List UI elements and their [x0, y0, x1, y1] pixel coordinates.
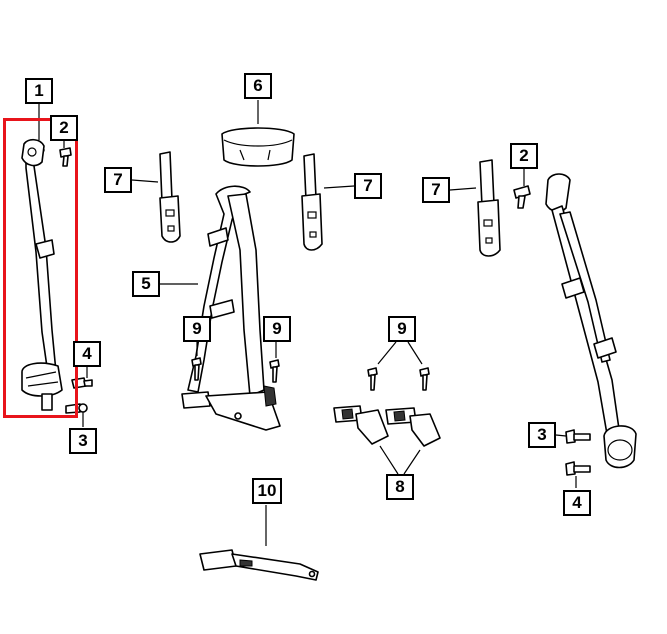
- part-10-buckle-strap[interactable]: [199, 549, 319, 581]
- callout-3-right[interactable]: 3: [528, 422, 556, 448]
- part-2-bolt-right[interactable]: [513, 185, 531, 209]
- part-7-buckle-strap-1[interactable]: [159, 151, 181, 243]
- callout-2-right[interactable]: 2: [510, 143, 538, 169]
- callout-5[interactable]: 5: [132, 271, 160, 297]
- right-retractor-belt[interactable]: [545, 173, 637, 469]
- part-3-bolt-left[interactable]: [65, 403, 88, 414]
- part-7-buckle-strap-3[interactable]: [477, 159, 501, 257]
- part-1-retractor-belt[interactable]: [21, 138, 63, 411]
- callout-1[interactable]: 1: [25, 78, 53, 104]
- part-2-bolt-left[interactable]: [59, 147, 72, 167]
- callout-9-left[interactable]: 9: [183, 316, 211, 342]
- part-8-buckle-pair[interactable]: [333, 405, 441, 447]
- callout-4-left[interactable]: 4: [73, 341, 101, 367]
- part-3-bolt-right[interactable]: [565, 429, 591, 444]
- part-9-bolt-c[interactable]: [367, 367, 378, 391]
- part-9-bolt-d[interactable]: [419, 367, 430, 391]
- callout-10[interactable]: 10: [252, 478, 282, 504]
- callout-9-middle[interactable]: 9: [263, 316, 291, 342]
- part-9-bolt-a[interactable]: [191, 357, 202, 381]
- callout-8[interactable]: 8: [386, 474, 414, 500]
- part-4-bolt-right[interactable]: [565, 461, 591, 476]
- part-4-bolt-left[interactable]: [71, 377, 93, 389]
- part-6-guide-cover[interactable]: [221, 127, 295, 167]
- part-7-buckle-strap-2[interactable]: [301, 153, 323, 251]
- callout-9-right[interactable]: 9: [388, 316, 416, 342]
- callout-2-left[interactable]: 2: [50, 115, 78, 141]
- callout-4-right[interactable]: 4: [563, 490, 591, 516]
- callout-3-left[interactable]: 3: [69, 428, 97, 454]
- part-5-center-belt[interactable]: [181, 185, 281, 431]
- part-9-bolt-b[interactable]: [269, 359, 280, 383]
- callout-6[interactable]: 6: [244, 73, 272, 99]
- callout-7-left[interactable]: 7: [104, 167, 132, 193]
- callout-7-middle[interactable]: 7: [354, 173, 382, 199]
- callout-7-right[interactable]: 7: [422, 177, 450, 203]
